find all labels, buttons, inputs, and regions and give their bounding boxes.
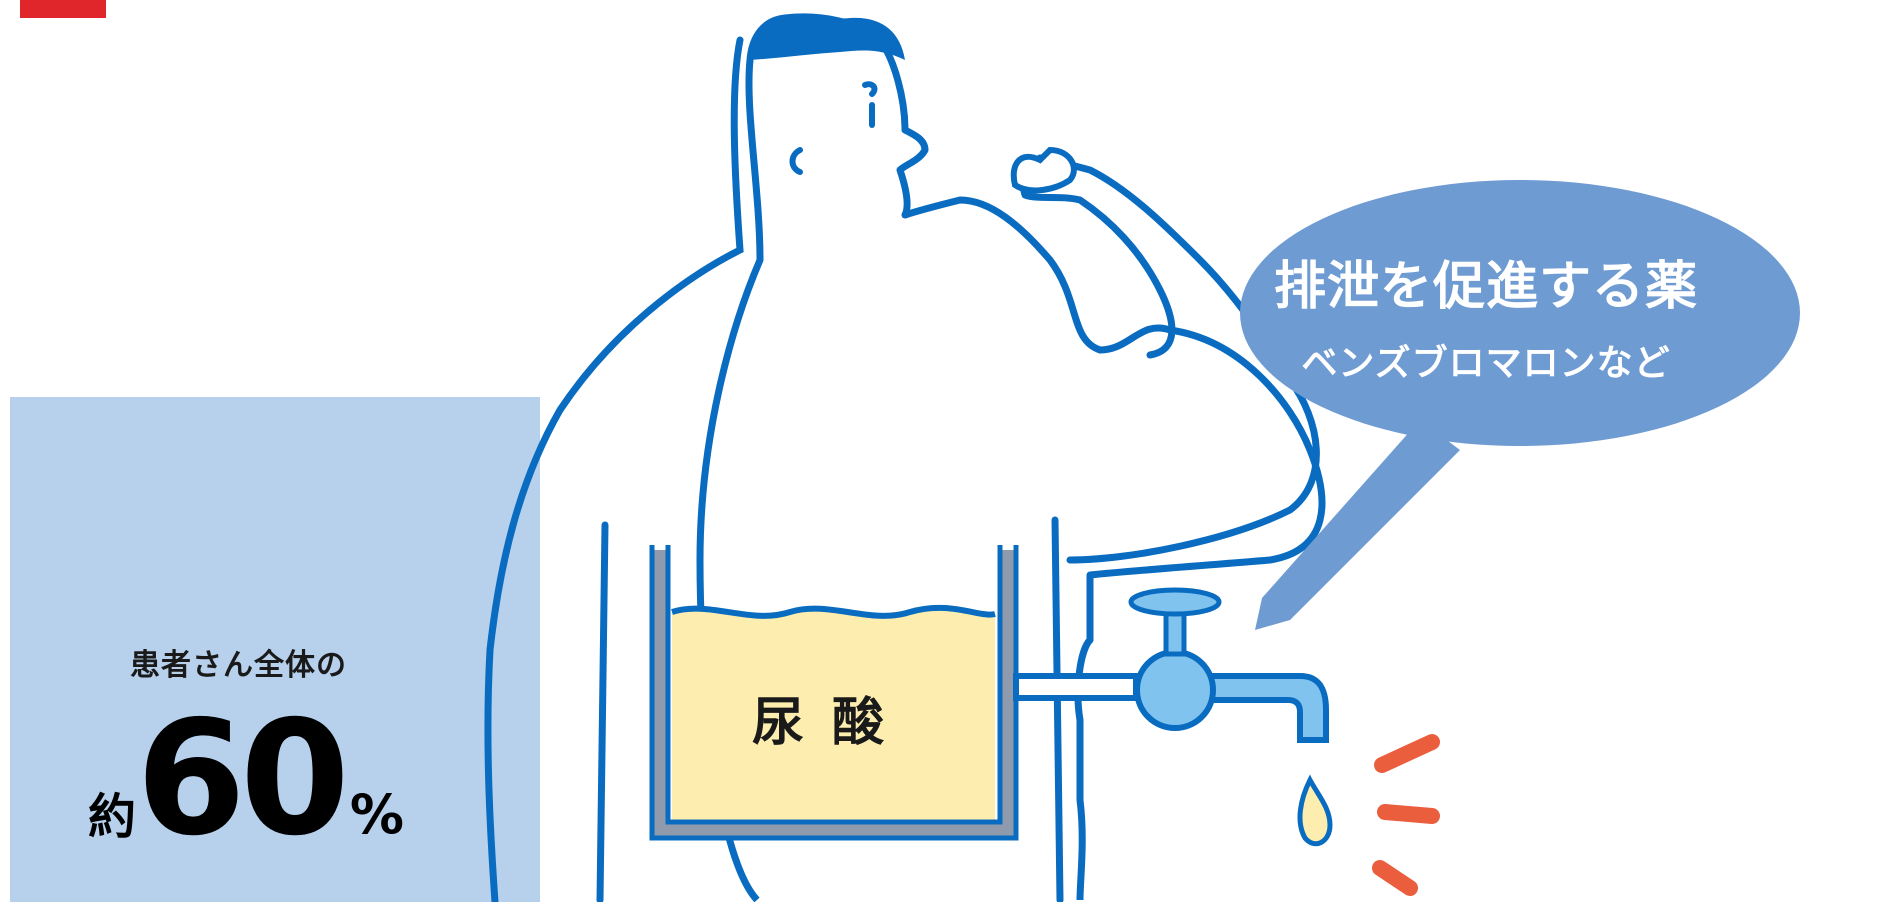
hand bbox=[1010, 146, 1077, 194]
eye bbox=[862, 81, 878, 97]
speech-bubble bbox=[1240, 180, 1800, 446]
bubble-arrow bbox=[1255, 420, 1460, 630]
tank-liquid bbox=[672, 607, 995, 820]
faucet-valve bbox=[1134, 649, 1216, 731]
torso-left-outline bbox=[484, 36, 744, 902]
faucet-handle bbox=[1128, 587, 1222, 617]
stat-number: 60 bbox=[136, 687, 350, 871]
water-drop bbox=[1297, 774, 1333, 847]
tank-label: 尿酸 bbox=[752, 693, 913, 753]
bubble-subtitle: ベンズブロマロンなど bbox=[1301, 343, 1671, 384]
stat-panel bbox=[10, 397, 540, 902]
splash-mark-bottom bbox=[1372, 860, 1418, 896]
faucet-stem bbox=[1163, 607, 1187, 657]
stat-value: 約60% bbox=[88, 700, 404, 858]
splash-mark-top bbox=[1374, 734, 1440, 773]
stat-unit: % bbox=[349, 783, 404, 846]
hair bbox=[750, 15, 905, 61]
pipe bbox=[1013, 673, 1139, 701]
corner-marker bbox=[20, 0, 106, 18]
splash-mark-middle bbox=[1377, 804, 1440, 824]
bubble-title: 排泄を促進する薬 bbox=[1273, 257, 1698, 317]
stat-caption: 患者さん全体の bbox=[130, 648, 347, 683]
liquid-surface bbox=[671, 604, 996, 619]
cheek bbox=[789, 147, 803, 175]
arm bbox=[1020, 154, 1320, 564]
stat-prefix: 約 bbox=[88, 789, 137, 845]
tank-walls bbox=[652, 550, 1016, 838]
body-inner-left bbox=[596, 521, 609, 902]
faucet-spout bbox=[1180, 673, 1329, 743]
body-inner-right bbox=[1051, 516, 1064, 902]
